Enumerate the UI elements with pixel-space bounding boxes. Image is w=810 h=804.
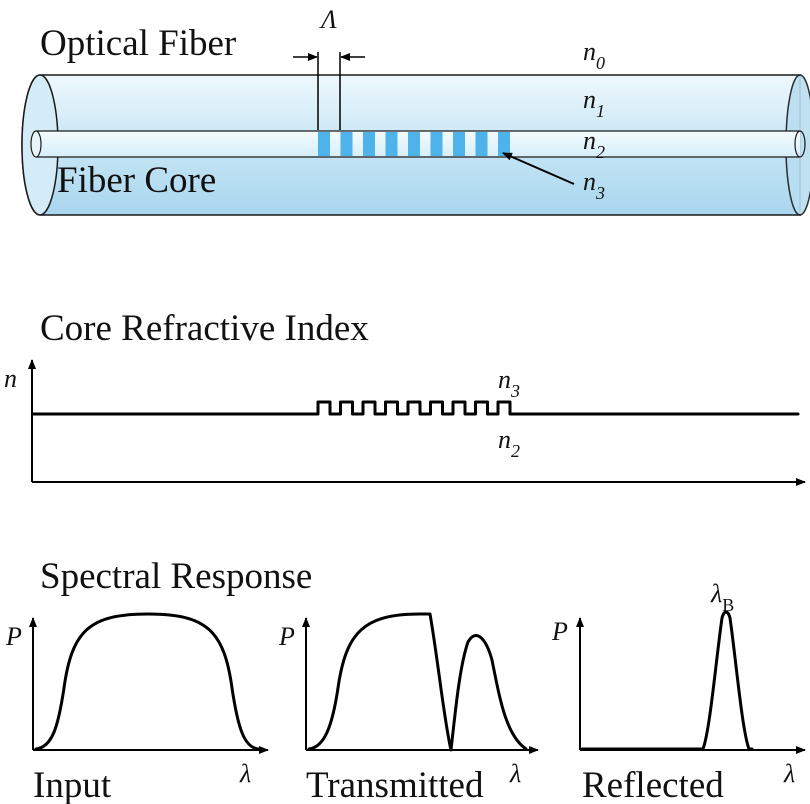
reflected-caption: Reflected	[582, 765, 724, 804]
n3-pointer-arrow	[502, 152, 575, 185]
reflected-spectrum-curve	[580, 610, 754, 751]
input-spectrum-curve	[34, 612, 260, 751]
input-spectrum-panel: P λ Input	[5, 612, 269, 804]
index-profile-line	[31, 400, 800, 416]
grating-stripe	[475, 132, 488, 156]
optical-fiber-title: Optical Fiber	[40, 23, 236, 64]
core-left-end	[30, 130, 42, 158]
index-y-axis-label: n	[4, 364, 17, 393]
index-label-n2: n2	[498, 425, 520, 461]
grating-stripe	[408, 132, 420, 156]
period-symbol: Λ	[318, 5, 337, 34]
input-x-label: λ	[239, 759, 251, 788]
grating-stripe	[340, 132, 353, 156]
reflected-y-label: P	[551, 617, 568, 646]
label-n0: n0	[583, 37, 605, 73]
transmitted-caption: Transmitted	[306, 765, 484, 804]
core-right-end	[794, 130, 806, 158]
fiber-core-label: Fiber Core	[57, 160, 216, 201]
label-n1: n1	[583, 85, 605, 121]
grating-stripe	[498, 132, 510, 156]
index-plot-title: Core Refractive Index	[40, 308, 369, 349]
grating-stripe	[363, 132, 375, 156]
input-caption: Input	[33, 765, 112, 804]
core-refractive-index-section: Core Refractive Index n n3 n2	[4, 308, 806, 486]
input-y-label: P	[5, 622, 22, 651]
grating-stripe	[318, 132, 330, 156]
label-n3: n3	[583, 167, 605, 203]
grating-period-marker: Λ	[293, 5, 365, 130]
grating-stripe	[430, 132, 443, 156]
bragg-grating	[318, 132, 510, 156]
reflected-x-label: λ	[783, 759, 795, 788]
spectral-response-section: Spectral Response P λ Input P λ Transmit…	[5, 556, 806, 804]
label-n2: n2	[583, 126, 605, 162]
bragg-wavelength-label: λB	[710, 579, 734, 615]
transmitted-y-label: P	[278, 622, 295, 651]
transmitted-spectrum-panel: P λ Transmitted	[278, 612, 539, 804]
reflected-spectrum-panel: P λ λB Reflected	[551, 579, 806, 804]
grating-stripe	[453, 132, 465, 156]
grating-stripe	[385, 132, 398, 156]
transmitted-x-label: λ	[509, 759, 521, 788]
spectral-title: Spectral Response	[40, 556, 312, 597]
index-label-n3: n3	[498, 365, 520, 401]
optical-fiber-section: Optical Fiber Λ Fiber Core n0 n1 n2 n3	[21, 5, 810, 216]
transmitted-spectrum-curve	[307, 612, 528, 752]
